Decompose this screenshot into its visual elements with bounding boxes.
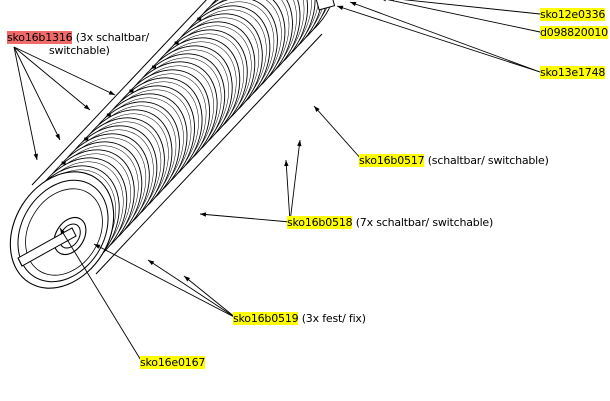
leader-sko16b1316-b (13, 46, 61, 141)
leader-sko13e1748-arrow (350, 2, 357, 7)
leader-sko16b1316-d (13, 46, 116, 96)
callout-sko16b0519: sko16b0519 (3x fest/ fix) (233, 312, 366, 325)
ring-notch (197, 17, 202, 21)
part-number-sko16b1316: sko16b1316 (7, 31, 73, 44)
part-number-sko12e0336: sko12e0336 (540, 8, 606, 21)
front-face-rim (17, 179, 109, 283)
callout-sko13e1748: sko13e1748 (540, 66, 605, 79)
leader-sko13e1748 (349, 1, 541, 73)
callout-desc-line2-sko16b1316: switchable) (49, 44, 110, 57)
ring-notch (61, 161, 66, 165)
leader-sko16b0517 (313, 105, 363, 161)
leader-sko16b1316-c (13, 46, 91, 111)
shaft-end (17, 257, 23, 267)
drum-top-edge (31, 0, 207, 186)
leader-sko16b1316-a-arrow (33, 153, 38, 160)
hub-outer (53, 216, 87, 256)
leader-sko13e1748-b-arrow (337, 5, 344, 10)
part-number-sko16e0167: sko16e0167 (140, 356, 206, 369)
leader-sko16b0519-a (93, 243, 237, 319)
leader-sko16b0518-a (199, 213, 291, 223)
leader-sko16b0519-a-arrow (94, 244, 101, 249)
leader-sko16b0519-b-arrow (148, 260, 155, 266)
leader-sko16b1316-b-arrow (55, 133, 60, 140)
leader-sko16b0518-c (289, 139, 301, 223)
leader-sko13e1748-b (336, 5, 541, 73)
leader-d098820010 (387, 0, 541, 33)
callout-desc-sko16b0517: (schaltbar/ switchable) (424, 154, 549, 167)
callout-desc-sko16b0519: (3x fest/ fix) (298, 312, 366, 325)
leader-sko16b0518-b (285, 159, 291, 223)
ring-notch (152, 65, 157, 69)
part-number-d098820010: d098820010 (540, 26, 608, 39)
drum-bottom-edge (95, 33, 323, 275)
callout-sko16b0517: sko16b0517 (schaltbar/ switchable) (359, 154, 549, 167)
part-number-sko16b0517: sko16b0517 (359, 154, 425, 167)
part-number-sko16b0519: sko16b0519 (233, 312, 299, 325)
leader-sko16b0519-c-arrow (184, 276, 191, 282)
leader-sko16b1316-c-arrow (83, 104, 90, 110)
leader-sko16b1316-a (13, 46, 38, 161)
leader-sko16b0517-arrow (314, 106, 320, 112)
ring-notch (106, 113, 111, 117)
part-number-sko13e1748: sko13e1748 (540, 66, 606, 79)
leader-sko16b1316-d-arrow (108, 90, 115, 95)
callout-sko16b1316: sko16b1316 (3x schaltbar/ (7, 31, 149, 44)
ring-notch (129, 89, 134, 93)
leader-sko16e0167-arrow (60, 228, 66, 235)
leader-sko16b0519-c (183, 275, 237, 319)
roller-drum (9, 0, 339, 289)
part-number-sko16b0518: sko16b0518 (287, 216, 353, 229)
ring-notch (84, 137, 89, 141)
leader-sko16b0519-b (147, 259, 237, 319)
callout-sko16e0167: sko16e0167 (140, 356, 205, 369)
leader-sko16b0518-a-arrow (200, 212, 207, 217)
leader-sko16e0167 (59, 227, 143, 363)
callout-sko16b0518: sko16b0518 (7x schaltbar/ switchable) (287, 216, 493, 229)
leader-d098820010-arrow (383, 0, 386, 2)
callout-desc-sko16b0518: (7x schaltbar/ switchable) (352, 216, 494, 229)
leader-sko12e0336 (402, 0, 541, 15)
leader-lines (13, 0, 541, 363)
ring-notch (174, 41, 179, 45)
callout-sko12e0336: sko12e0336 (540, 8, 605, 21)
callout-desc-sko16b1316: (3x schaltbar/ (72, 31, 150, 44)
callout-d098820010: d098820010 (540, 26, 608, 39)
leader-sko16b0518-b-arrow (284, 160, 289, 167)
back-shaft (314, 0, 336, 11)
front-face-inner (25, 188, 103, 276)
leader-sko16b0518-c-arrow (297, 140, 302, 147)
